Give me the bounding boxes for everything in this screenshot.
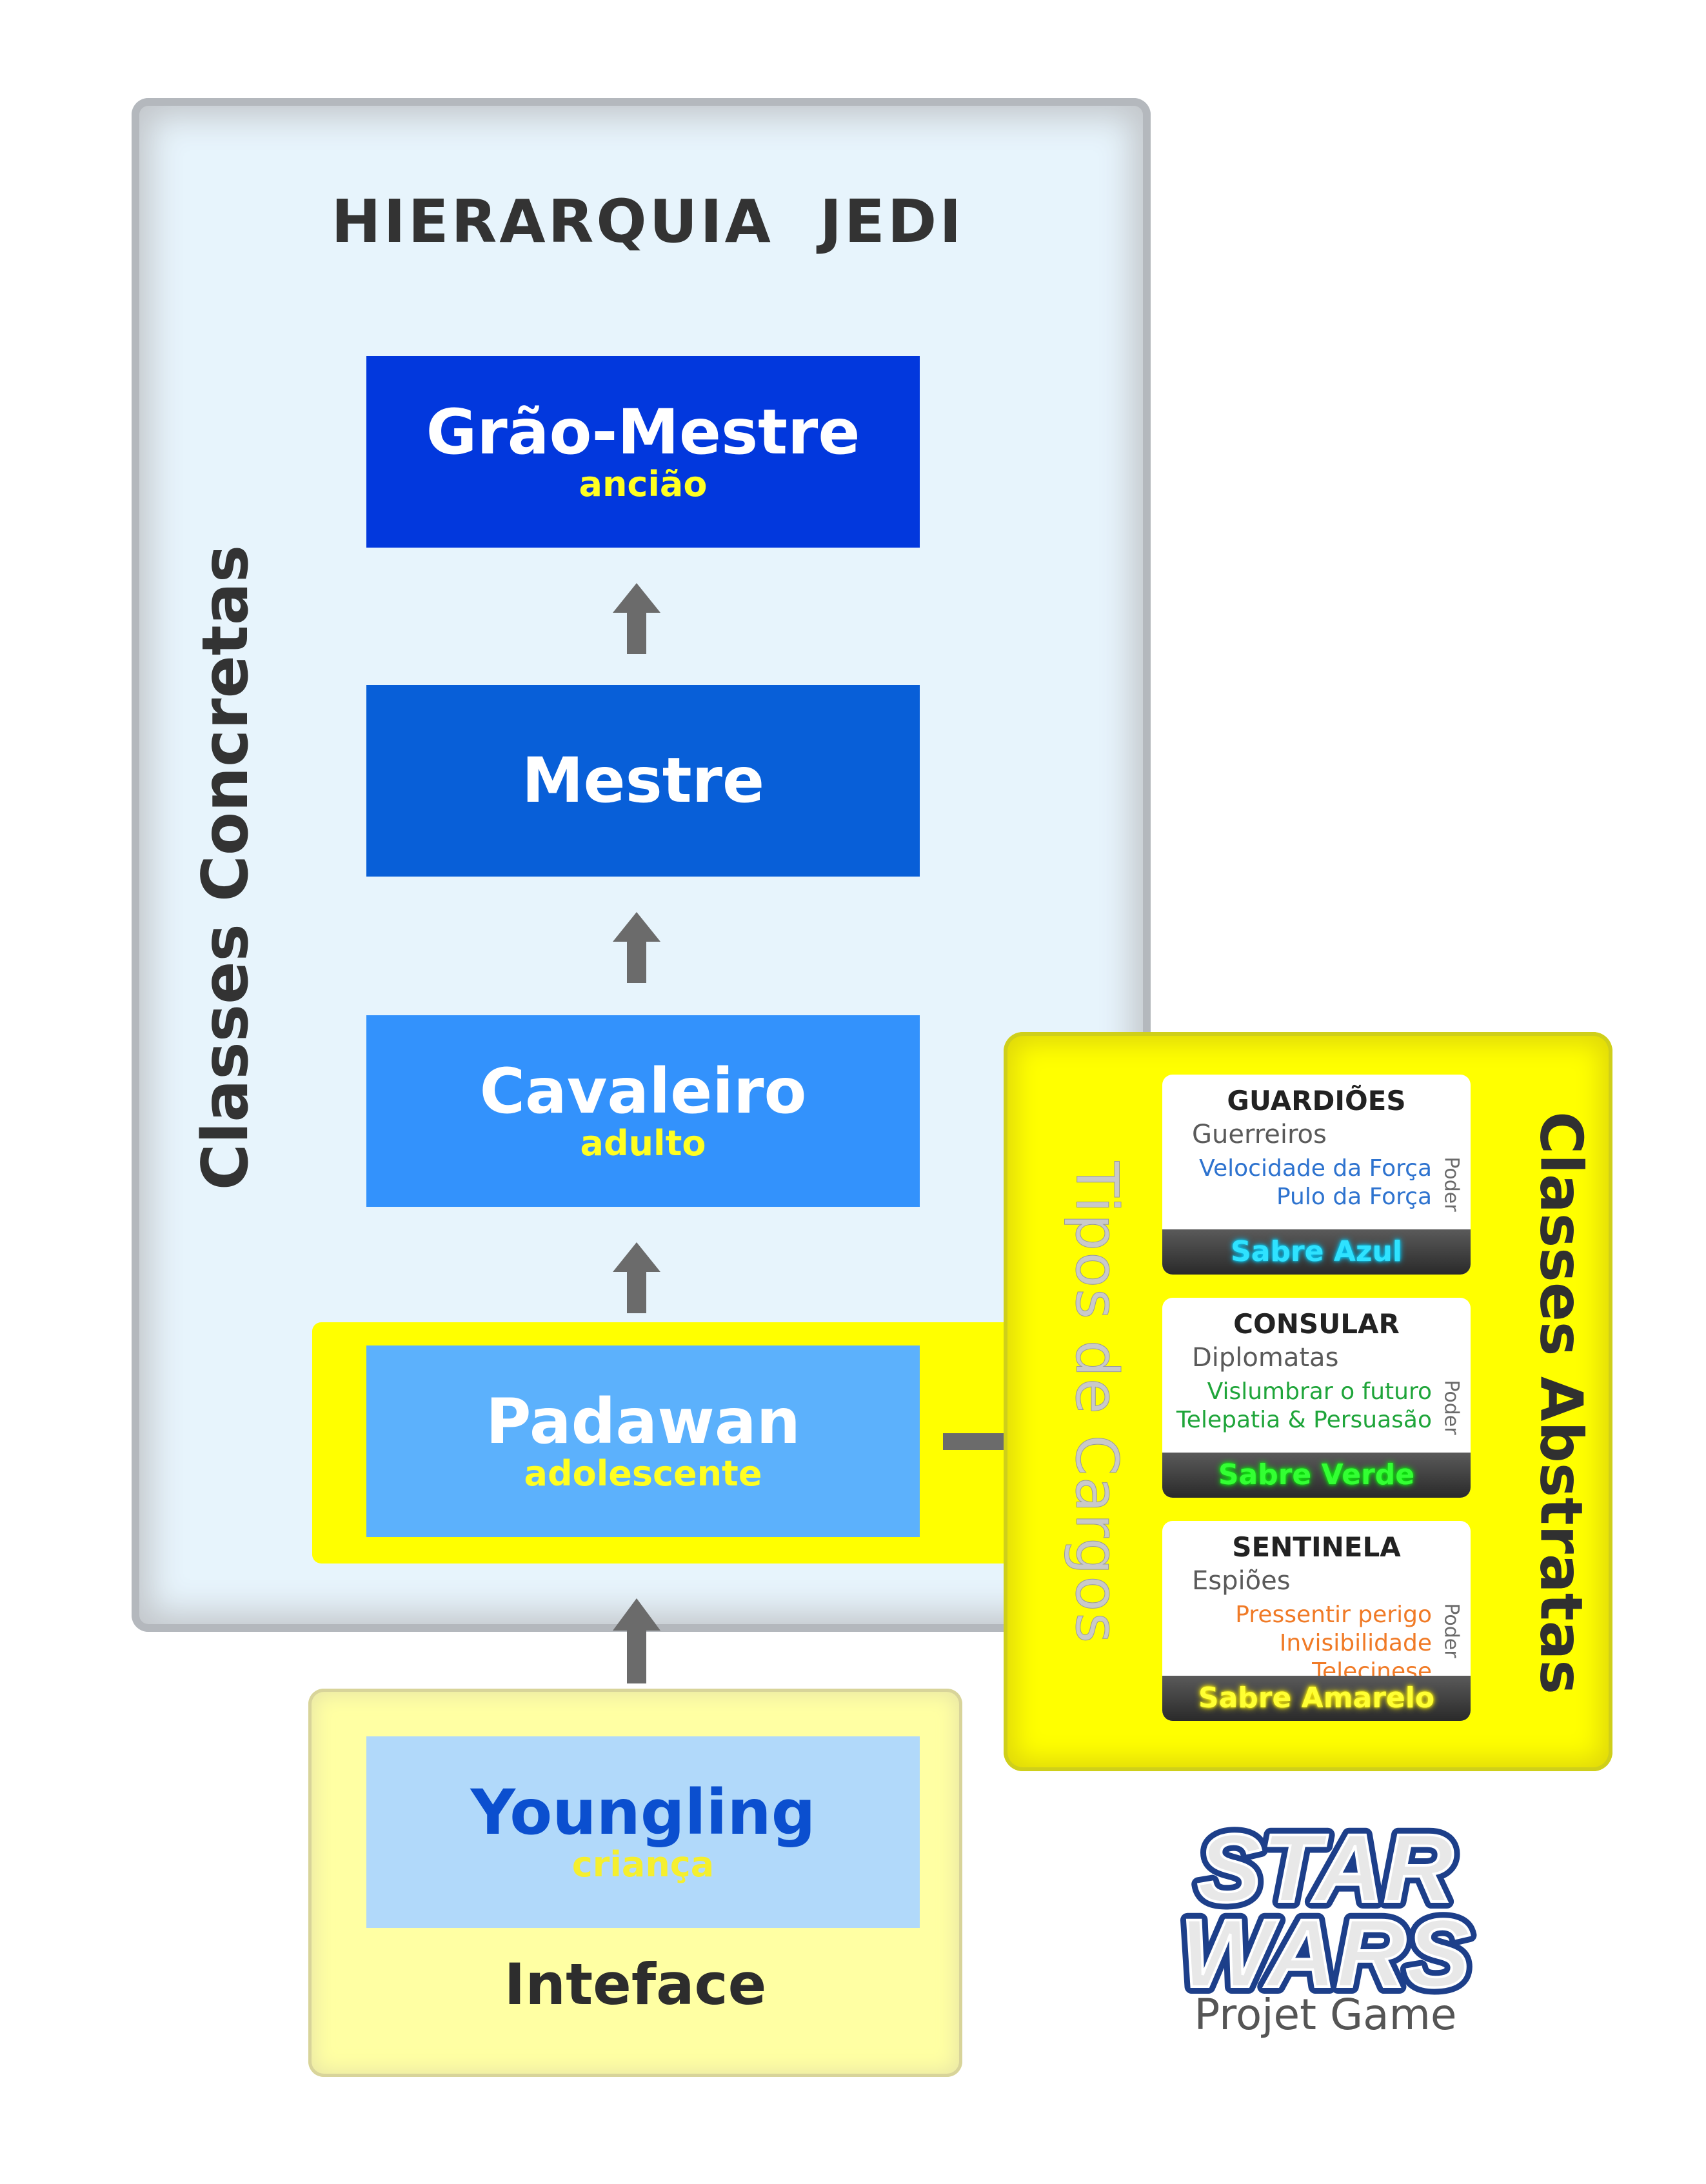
logo-subtitle: Projet Game — [1194, 1990, 1457, 2040]
poder-text: Poder — [1440, 1603, 1463, 1658]
level-name: Mestre — [521, 744, 765, 817]
star-wars-logo: STAR STAR WARS WARS — [1173, 1818, 1478, 2011]
card-desc: Diplomatas — [1192, 1343, 1339, 1373]
logo-line2-fill: WARS — [1180, 1899, 1471, 2007]
saber-label: Sabre Azul — [1162, 1229, 1471, 1275]
level-name: Padawan — [486, 1385, 800, 1458]
abstract-classes-label: Classes Abstratas — [1527, 1111, 1595, 1694]
level-grao-mestre: Grão-Mestre ancião — [366, 356, 920, 548]
level-youngling: Youngling criança — [366, 1736, 920, 1928]
logo-line1: STAR — [1197, 1818, 1453, 1922]
card-power: Pulo da Força — [1276, 1184, 1432, 1210]
saber-label: Sabre Verde — [1162, 1453, 1471, 1498]
up-arrow-icon — [613, 1598, 660, 1683]
level-age: adolescente — [524, 1453, 762, 1494]
diagram-title: HIERARQUIA JEDI — [331, 187, 964, 256]
poder-text: Poder — [1440, 1157, 1463, 1212]
card-consular: CONSULAR Diplomatas Vislumbrar o futuro … — [1162, 1298, 1471, 1498]
poder-label: Poder — [1438, 1598, 1464, 1663]
tipos-de-cargos-label: Tipos de Cargos — [1062, 1161, 1131, 1645]
card-guardioes: GUARDIÕES Guerreiros Velocidade da Força… — [1162, 1075, 1471, 1275]
logo-line1-fill: STAR — [1197, 1818, 1453, 1922]
card-power: Pressentir perigo — [1235, 1602, 1432, 1628]
up-arrow-icon — [613, 912, 660, 983]
up-arrow-icon — [613, 583, 660, 654]
interface-label: Inteface — [504, 1951, 767, 2018]
saber-label: Sabre Amarelo — [1162, 1676, 1471, 1721]
level-age: ancião — [579, 464, 708, 505]
card-power: Invisibilidade Telecinese — [1279, 1630, 1432, 1685]
level-name: Cavaleiro — [479, 1055, 807, 1128]
card-power: Vislumbrar o futuro — [1207, 1378, 1432, 1405]
card-power: Velocidade da Força — [1199, 1155, 1432, 1182]
concrete-classes-label: Classes Concretas — [189, 544, 263, 1191]
poder-text: Poder — [1440, 1380, 1463, 1435]
card-sentinela: SENTINELA Espiões Pressentir perigo Invi… — [1162, 1521, 1471, 1721]
card-desc: Guerreiros — [1192, 1120, 1327, 1149]
level-name: Youngling — [470, 1776, 816, 1849]
card-title: CONSULAR — [1233, 1308, 1400, 1340]
level-age: criança — [571, 1844, 715, 1885]
card-title: GUARDIÕES — [1227, 1085, 1406, 1117]
up-arrow-icon — [613, 1242, 660, 1313]
logo-line2: WARS — [1180, 1899, 1471, 2007]
level-cavaleiro: Cavaleiro adulto — [366, 1015, 920, 1207]
level-age: adulto — [580, 1123, 706, 1164]
card-desc: Espiões — [1192, 1566, 1291, 1596]
level-padawan: Padawan adolescente — [366, 1345, 920, 1537]
card-power: Telepatia & Persuasão — [1176, 1407, 1432, 1433]
level-name: Grão-Mestre — [426, 396, 860, 469]
card-title: SENTINELA — [1232, 1531, 1401, 1563]
level-mestre: Mestre — [366, 685, 920, 877]
poder-label: Poder — [1438, 1375, 1464, 1440]
poder-label: Poder — [1438, 1152, 1464, 1216]
